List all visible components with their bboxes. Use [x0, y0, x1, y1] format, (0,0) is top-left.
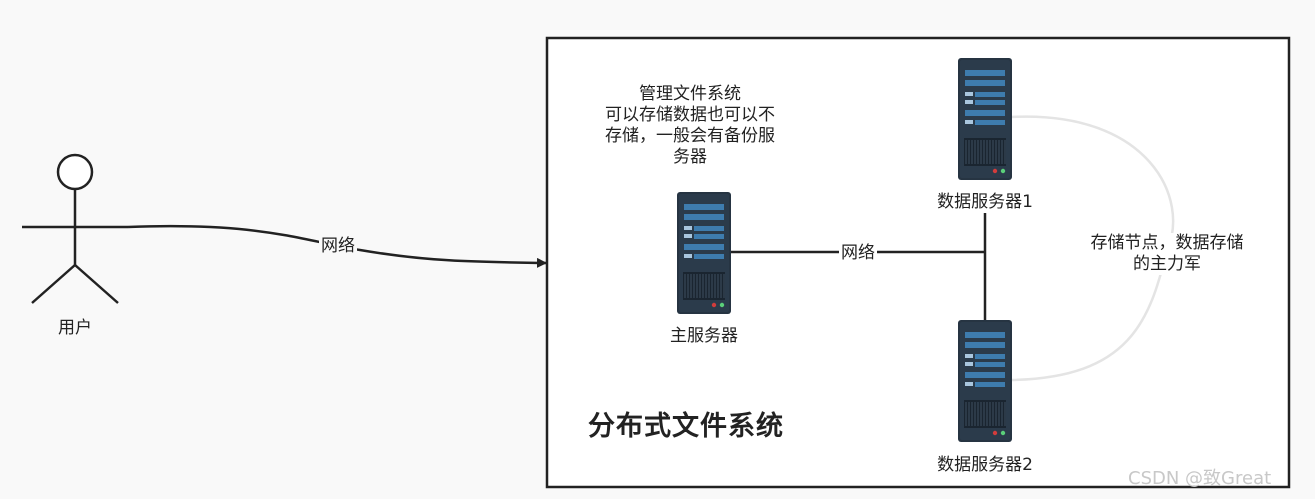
watermark-text: CSDN @致Great	[1128, 468, 1272, 489]
stick-figure-icon	[22, 153, 128, 304]
user-to-system-arrow	[127, 224, 547, 268]
data-server-1-label: 数据服务器1	[937, 192, 1033, 212]
main-server-note-line-3: 存储，一般会有备份服	[605, 126, 775, 146]
user-label: 用户	[58, 318, 92, 338]
main-network-label: 网络	[839, 243, 877, 264]
data-server-note-line-1: 存储节点，数据存储	[1090, 233, 1244, 253]
user-network-label: 网络	[319, 236, 357, 257]
data-server-note-line-2: 的主力军	[1133, 254, 1201, 274]
data-server-1-icon	[958, 58, 1012, 180]
main-server-note-line-2: 可以存储数据也可以不	[605, 105, 775, 125]
main-server-icon	[677, 192, 731, 314]
system-title: 分布式文件系统	[588, 411, 784, 442]
main-server-note: 管理文件系统 可以存储数据也可以不 存储，一般会有备份服 务器	[580, 84, 800, 168]
data-server-note: 存储节点，数据存储 的主力军	[1072, 233, 1262, 275]
data-server-2-label: 数据服务器2	[937, 455, 1033, 475]
data-server-2-icon	[958, 320, 1012, 442]
main-server-note-line-4: 务器	[673, 147, 707, 167]
main-server-note-line-1: 管理文件系统	[639, 84, 741, 104]
main-server-label: 主服务器	[670, 326, 738, 346]
